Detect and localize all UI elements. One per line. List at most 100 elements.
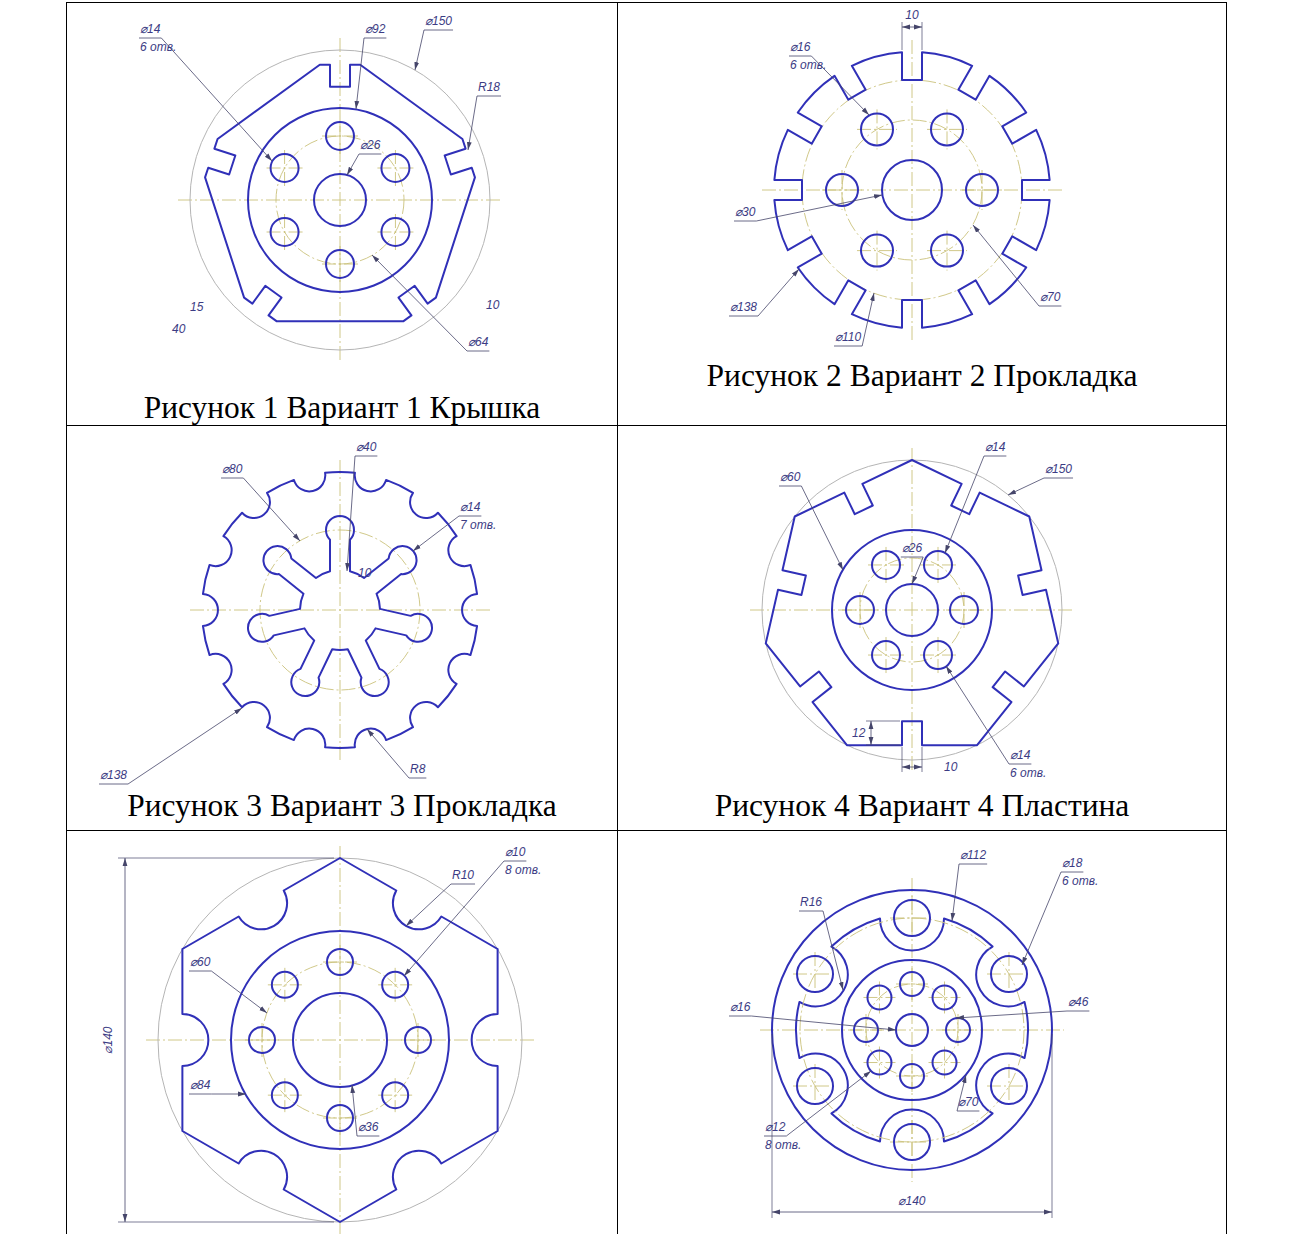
table-cell: Рисунок 4 Вариант 4 Пластина <box>617 425 1227 831</box>
part-contour <box>832 530 992 690</box>
leader-shelf <box>799 911 823 912</box>
dimension-label: ⌀40 <box>356 440 376 454</box>
dimension-label: ⌀46 <box>1068 995 1088 1009</box>
center-line <box>962 190 1002 191</box>
part-contour <box>894 900 930 936</box>
part-contour <box>933 1051 957 1075</box>
dimension-label: ⌀150 <box>425 14 452 28</box>
part-contour <box>924 551 952 579</box>
part-contour <box>867 985 891 1009</box>
leader-line <box>973 225 1039 306</box>
leader-line <box>367 729 409 778</box>
leader-line <box>404 861 504 976</box>
leader-line <box>211 971 267 1013</box>
dimension-label: R10 <box>452 868 474 882</box>
dimension-label: 6 отв. <box>140 40 176 54</box>
dimension-line <box>902 27 922 28</box>
center-line <box>938 637 939 673</box>
dimension-line <box>125 858 126 1222</box>
part-contour <box>842 960 982 1100</box>
extension-line <box>1052 1034 1053 1218</box>
leader-line <box>352 1085 357 1136</box>
center-line <box>284 1078 285 1112</box>
scalloped-contour <box>203 472 477 748</box>
part-contour <box>867 1051 891 1075</box>
dimension-label: 15 <box>190 300 203 314</box>
leader-shelf <box>424 30 453 31</box>
dimension-label: 10 <box>358 566 371 580</box>
leader-shelf <box>764 1136 786 1137</box>
leader-shelf <box>734 221 756 222</box>
leader-line <box>952 864 959 921</box>
dimension-label: ⌀36 <box>358 1120 378 1134</box>
dimension-label: 40 <box>172 322 185 336</box>
leader-shelf <box>451 884 475 885</box>
center-line <box>877 231 878 271</box>
center-line <box>912 1120 913 1164</box>
leader-line <box>161 38 272 161</box>
part-contour <box>861 113 893 145</box>
center-line <box>857 129 897 130</box>
table-line <box>66 830 67 1234</box>
dimension-label: ⌀140 <box>898 1194 925 1208</box>
center-line <box>395 1078 396 1112</box>
leader-shelf <box>359 154 381 155</box>
dimension-label: ⌀138 <box>100 768 127 782</box>
center-line <box>340 945 341 979</box>
dimension-label: ⌀64 <box>468 335 488 349</box>
dimension-label: ⌀12 <box>765 1120 785 1134</box>
dimension-label: 7 отв. <box>460 518 496 532</box>
leader-shelf <box>139 38 161 39</box>
extension-line <box>902 747 903 772</box>
dimension-label: 8 отв. <box>765 1138 801 1152</box>
part-contour <box>861 235 893 267</box>
extension-line <box>118 858 334 859</box>
leader-line <box>946 666 1009 764</box>
center-line <box>877 109 878 149</box>
part-contour <box>271 154 299 182</box>
part-contour <box>931 113 963 145</box>
leader-shelf <box>729 1016 751 1017</box>
dimension-label: ⌀60 <box>190 955 210 969</box>
part-contour <box>405 1027 431 1053</box>
dimension-label: ⌀140 <box>101 1026 115 1053</box>
center-line <box>340 846 341 1234</box>
dimension-line <box>772 1212 1052 1213</box>
dimension-label: ⌀14 <box>140 22 160 36</box>
leader-shelf <box>357 1136 379 1137</box>
part-contour <box>293 993 387 1087</box>
part-contour <box>327 949 353 975</box>
dimension-label: 10 <box>905 8 918 22</box>
scalloped-contour <box>796 919 1028 1142</box>
leader-line <box>372 255 467 351</box>
part-contour <box>797 956 833 992</box>
hexagon-contour <box>182 858 497 1222</box>
leader-line <box>786 1071 871 1136</box>
dimension-label: ⌀14 <box>985 440 1005 454</box>
leader-shelf <box>1009 764 1031 765</box>
leader-shelf <box>221 478 243 479</box>
leader-line <box>1022 872 1061 965</box>
table-cell: Рисунок 2 Вариант 2 Прокладка <box>617 2 1227 426</box>
part-contour <box>931 235 963 267</box>
leader-shelf <box>957 1111 979 1112</box>
construction-circle <box>762 460 1062 760</box>
dimension-label: ⌀14 <box>1010 748 1030 762</box>
center-line <box>927 129 967 130</box>
leader-line <box>862 293 874 346</box>
dimension-label: ⌀14 <box>460 500 480 514</box>
dimension-label: R16 <box>800 895 822 909</box>
dimension-label: ⌀150 <box>1045 462 1072 476</box>
dimension-label: ⌀30 <box>735 205 755 219</box>
part-contour <box>872 551 900 579</box>
leader-shelf <box>1061 872 1083 873</box>
dimension-label: R8 <box>410 762 425 776</box>
dimension-label: ⌀110 <box>835 330 861 344</box>
dimension-label: 10 <box>944 760 957 774</box>
dimension-line <box>871 721 872 745</box>
leader-line <box>347 456 355 571</box>
center-line <box>284 214 285 250</box>
center-line <box>1008 1064 1009 1108</box>
leader-shelf <box>467 351 489 352</box>
part-contour <box>846 596 874 624</box>
